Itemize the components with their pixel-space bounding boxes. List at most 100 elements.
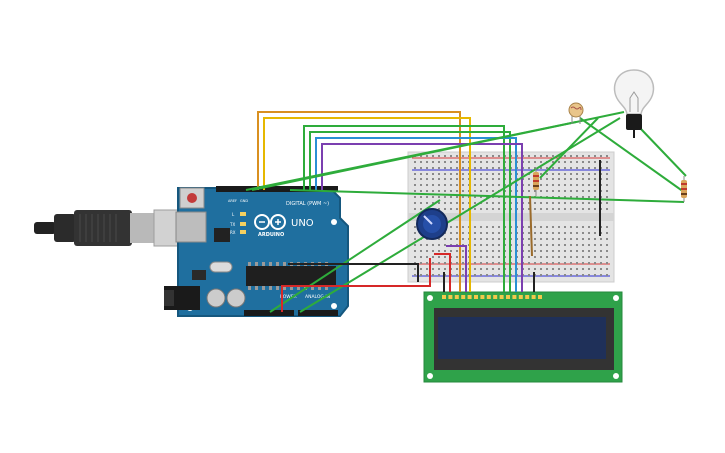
breadboard-hole bbox=[540, 167, 542, 169]
lcd-display[interactable] bbox=[423, 291, 623, 383]
lcd-pin[interactable] bbox=[506, 295, 510, 299]
lcd-pin[interactable] bbox=[499, 295, 504, 299]
breadboard-hole bbox=[444, 161, 446, 163]
lcd-pin[interactable] bbox=[480, 295, 485, 299]
breadboard-hole bbox=[480, 250, 482, 252]
breadboard-hole bbox=[444, 202, 446, 204]
wire-red-5v bbox=[281, 258, 431, 312]
breadboard-hole bbox=[462, 232, 464, 234]
breadboard-hole bbox=[588, 274, 590, 276]
breadboard-hole bbox=[414, 173, 416, 175]
breadboard-hole bbox=[486, 190, 488, 192]
breadboard-hole bbox=[480, 167, 482, 169]
breadboard-hole bbox=[492, 232, 494, 234]
breadboard-hole bbox=[570, 244, 572, 246]
breadboard-hole bbox=[546, 202, 548, 204]
breadboard-hole bbox=[606, 208, 608, 210]
breadboard-hole bbox=[588, 196, 590, 198]
lcd-pin[interactable] bbox=[525, 295, 530, 299]
lcd-pin[interactable] bbox=[448, 295, 453, 299]
breadboard-hole bbox=[558, 167, 560, 169]
analog-header[interactable] bbox=[298, 310, 338, 316]
power-header[interactable] bbox=[244, 310, 294, 316]
breadboard-hole bbox=[564, 274, 566, 276]
wire-brown bbox=[529, 195, 533, 257]
breadboard-hole bbox=[420, 274, 422, 276]
lcd-pin[interactable] bbox=[474, 295, 478, 299]
breadboard-hole bbox=[588, 262, 590, 264]
lcd-pin[interactable] bbox=[442, 295, 446, 299]
wire-green-diag-2 bbox=[251, 111, 625, 191]
breadboard-hole bbox=[606, 274, 608, 276]
breadboard-hole bbox=[486, 238, 488, 240]
lcd-pin[interactable] bbox=[512, 295, 517, 299]
breadboard-hole bbox=[606, 232, 608, 234]
lcd-pin[interactable] bbox=[467, 295, 472, 299]
lcd-pin[interactable] bbox=[538, 295, 542, 299]
breadboard-hole bbox=[414, 161, 416, 163]
breadboard-hole bbox=[486, 226, 488, 228]
digital-header[interactable] bbox=[216, 186, 338, 192]
breadboard-hole bbox=[594, 232, 596, 234]
breadboard-hole bbox=[570, 268, 572, 270]
breadboard-hole bbox=[456, 184, 458, 186]
breadboard-hole bbox=[558, 202, 560, 204]
resistor-breadboard[interactable] bbox=[533, 168, 539, 196]
breadboard-hole bbox=[414, 238, 416, 240]
breadboard-hole bbox=[498, 184, 500, 186]
breadboard-hole bbox=[570, 178, 572, 180]
lcd-pin[interactable] bbox=[461, 295, 466, 299]
breadboard-hole bbox=[606, 238, 608, 240]
photoresistor[interactable] bbox=[568, 102, 584, 124]
light-bulb[interactable] bbox=[613, 69, 655, 138]
breadboard-hole bbox=[480, 173, 482, 175]
breadboard-hole bbox=[546, 173, 548, 175]
usb-cable[interactable] bbox=[34, 209, 181, 247]
brand-label: ARDUINO bbox=[258, 232, 284, 238]
lcd-pin[interactable] bbox=[486, 295, 491, 299]
breadboard-hole bbox=[474, 232, 476, 234]
breadboard-hole bbox=[414, 268, 416, 270]
breadboard-hole bbox=[444, 238, 446, 240]
breadboard-hole bbox=[534, 256, 536, 258]
breadboard-hole bbox=[432, 268, 434, 270]
breadboard-hole bbox=[600, 268, 602, 270]
breadboard-hole bbox=[606, 178, 608, 180]
breadboard-hole bbox=[558, 250, 560, 252]
led-rx-label: RX bbox=[230, 230, 236, 235]
breadboard-hole bbox=[420, 190, 422, 192]
lcd-pin[interactable] bbox=[454, 295, 459, 299]
wire-green-diag-7 bbox=[539, 117, 599, 179]
lcd-pin[interactable] bbox=[518, 295, 523, 299]
breadboard-hole bbox=[426, 268, 428, 270]
breadboard-hole bbox=[498, 250, 500, 252]
breadboard-hole bbox=[552, 256, 554, 258]
resistor-lamp[interactable] bbox=[681, 176, 687, 202]
arduino-uno-board[interactable]: L TX RX ARDUINO UNO DIGITAL (PWM ~) AREF… bbox=[164, 186, 349, 317]
breadboard-hole bbox=[414, 190, 416, 192]
breadboard-hole bbox=[606, 226, 608, 228]
breadboard-hole bbox=[420, 173, 422, 175]
breadboard-hole bbox=[456, 161, 458, 163]
breadboard-hole bbox=[540, 208, 542, 210]
breadboard-hole bbox=[474, 226, 476, 228]
breadboard-hole bbox=[438, 161, 440, 163]
breadboard-hole bbox=[546, 274, 548, 276]
breadboard-hole bbox=[462, 161, 464, 163]
breadboard-hole bbox=[498, 226, 500, 228]
breadboard-hole bbox=[462, 274, 464, 276]
breadboard-hole bbox=[432, 167, 434, 169]
breadboard-hole bbox=[414, 202, 416, 204]
breadboard-hole bbox=[558, 226, 560, 228]
breadboard-hole bbox=[594, 268, 596, 270]
reset-button[interactable] bbox=[179, 187, 205, 209]
potentiometer[interactable] bbox=[416, 208, 448, 240]
breadboard-hole bbox=[606, 256, 608, 258]
digital-header-label: DIGITAL (PWM ~) bbox=[286, 201, 329, 207]
breadboard-hole bbox=[474, 238, 476, 240]
breadboard-hole bbox=[492, 208, 494, 210]
breadboard-hole bbox=[414, 226, 416, 228]
lcd-pin[interactable] bbox=[531, 295, 536, 299]
lcd-pin[interactable] bbox=[493, 295, 498, 299]
breadboard-hole bbox=[540, 190, 542, 192]
